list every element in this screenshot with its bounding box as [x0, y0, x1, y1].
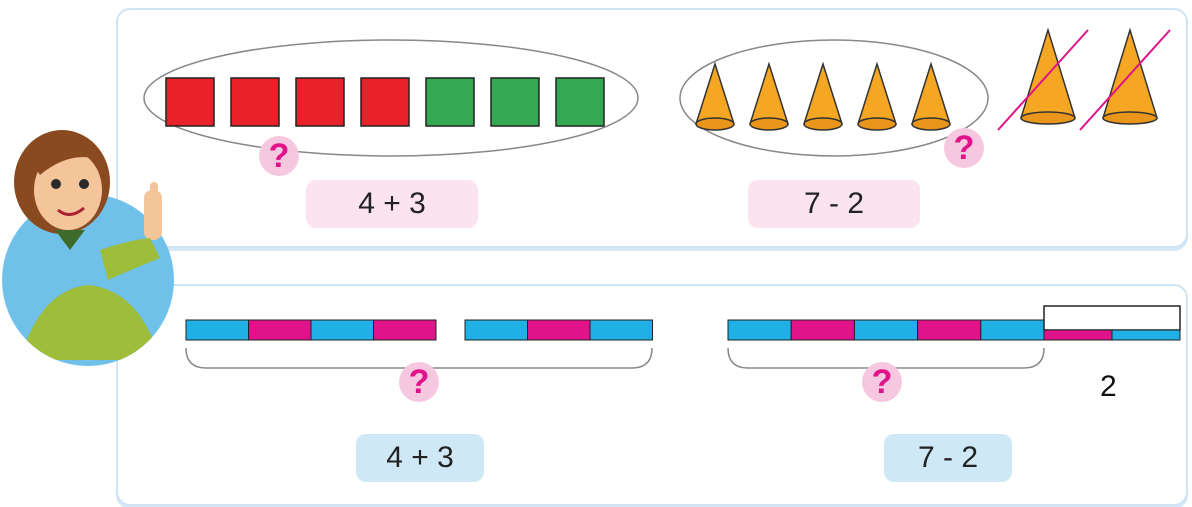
crossed-cone-icon-1: [1020, 27, 1076, 125]
cone-icon-2: [749, 61, 789, 131]
expression-top-left: 4 + 3: [306, 180, 478, 228]
bar-segment-l1-2: [248, 319, 312, 341]
removed-box: [1043, 305, 1181, 331]
bar-group-left-1: [185, 319, 437, 341]
top-panel: [116, 8, 1188, 248]
bar-segment-r-3: [853, 319, 919, 341]
bar-segment-l2-3: [589, 319, 653, 341]
cones-row: [695, 61, 951, 131]
square-3: [295, 77, 345, 127]
question-mark-icon-bottom-right: ?: [862, 362, 902, 402]
bar-group-removed: [1043, 329, 1181, 341]
bar-segment-r-2: [790, 319, 855, 341]
cone-icon-1: [695, 61, 735, 131]
bar-group-right: [727, 319, 1045, 341]
bar-segment-removed-2: [1111, 329, 1181, 341]
square-4: [360, 77, 410, 127]
bar-segment-l1-3: [310, 319, 374, 341]
square-1: [165, 77, 215, 127]
cones-group-outline: [679, 39, 989, 157]
teacher-illustration: [2, 130, 174, 366]
cone-icon-5: [911, 61, 951, 131]
squares-group-outline: [143, 39, 639, 157]
bar-group-left-2: [464, 319, 653, 341]
cross-line-1: [997, 29, 1089, 131]
crossed-cone-icon-2: [1102, 27, 1158, 125]
expression-top-right: 7 - 2: [748, 180, 920, 228]
bar-segment-r-4: [917, 319, 982, 341]
question-mark-icon-top-left: ?: [259, 136, 299, 176]
bar-segment-l1-4: [373, 319, 437, 341]
removed-count-label: 2: [1100, 370, 1117, 403]
expression-bottom-right: 7 - 2: [884, 434, 1012, 482]
bar-segment-l2-1: [464, 319, 528, 341]
question-mark-icon-bottom-left: ?: [399, 362, 439, 402]
cone-icon-3: [803, 61, 843, 131]
squares-row: [165, 77, 605, 127]
bar-segment-removed-1: [1043, 329, 1113, 341]
crossed-cones: [997, 27, 1171, 131]
bar-segment-r-1: [727, 319, 792, 341]
square-6: [490, 77, 540, 127]
square-5: [425, 77, 475, 127]
cone-icon-4: [857, 61, 897, 131]
question-mark-icon-top-right: ?: [944, 128, 984, 168]
bar-segment-r-5: [980, 319, 1045, 341]
bar-segment-l2-2: [527, 319, 591, 341]
square-2: [230, 77, 280, 127]
cross-line-2: [1079, 29, 1171, 131]
expression-bottom-left: 4 + 3: [356, 434, 484, 482]
square-7: [555, 77, 605, 127]
